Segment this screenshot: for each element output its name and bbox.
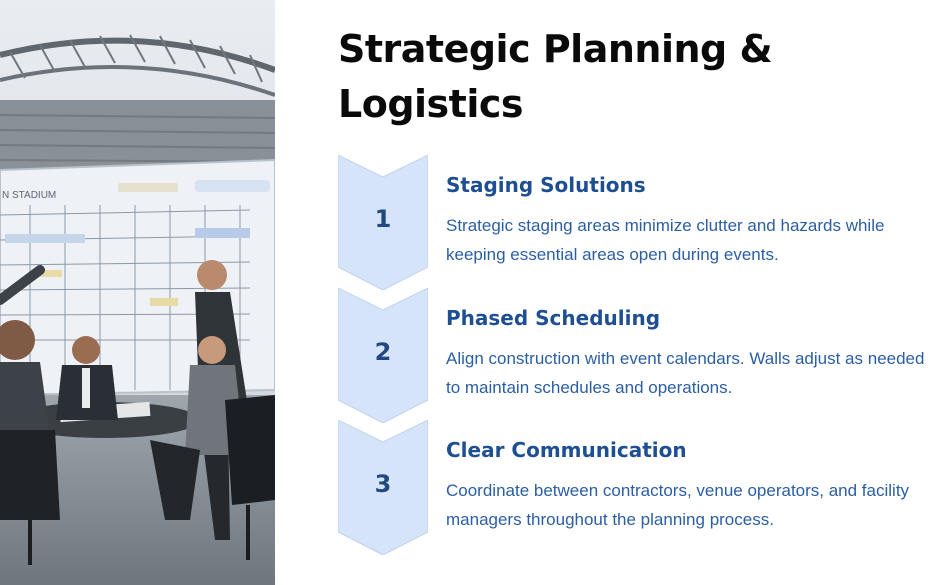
step-3: 3 Clear Communication Coordinate between…: [338, 420, 938, 555]
chevron-shape: [338, 288, 428, 423]
step-number: 1: [374, 205, 392, 233]
step-description: Strategic staging areas minimize clutter…: [446, 216, 885, 264]
step-1: 1 Staging Solutions Strategic staging ar…: [338, 155, 938, 290]
slide-title: Strategic Planning & Logistics: [338, 27, 773, 126]
step-2: 2 Phased Scheduling Align construction w…: [338, 288, 938, 423]
step-title: Staging Solutions: [446, 173, 646, 197]
step-description: Align construction with event calendars.…: [446, 349, 925, 397]
chevron-shape: [338, 155, 428, 290]
board-label: N STADIUM: [2, 190, 56, 201]
step-number: 3: [374, 470, 392, 498]
step-number: 2: [374, 338, 392, 366]
step-title: Phased Scheduling: [446, 306, 661, 330]
chevron-shape: [338, 420, 428, 555]
step-title: Clear Communication: [446, 438, 687, 462]
step-description: Coordinate between contractors, venue op…: [446, 481, 910, 529]
planning-meeting-photo: N STADIUM: [0, 0, 275, 585]
